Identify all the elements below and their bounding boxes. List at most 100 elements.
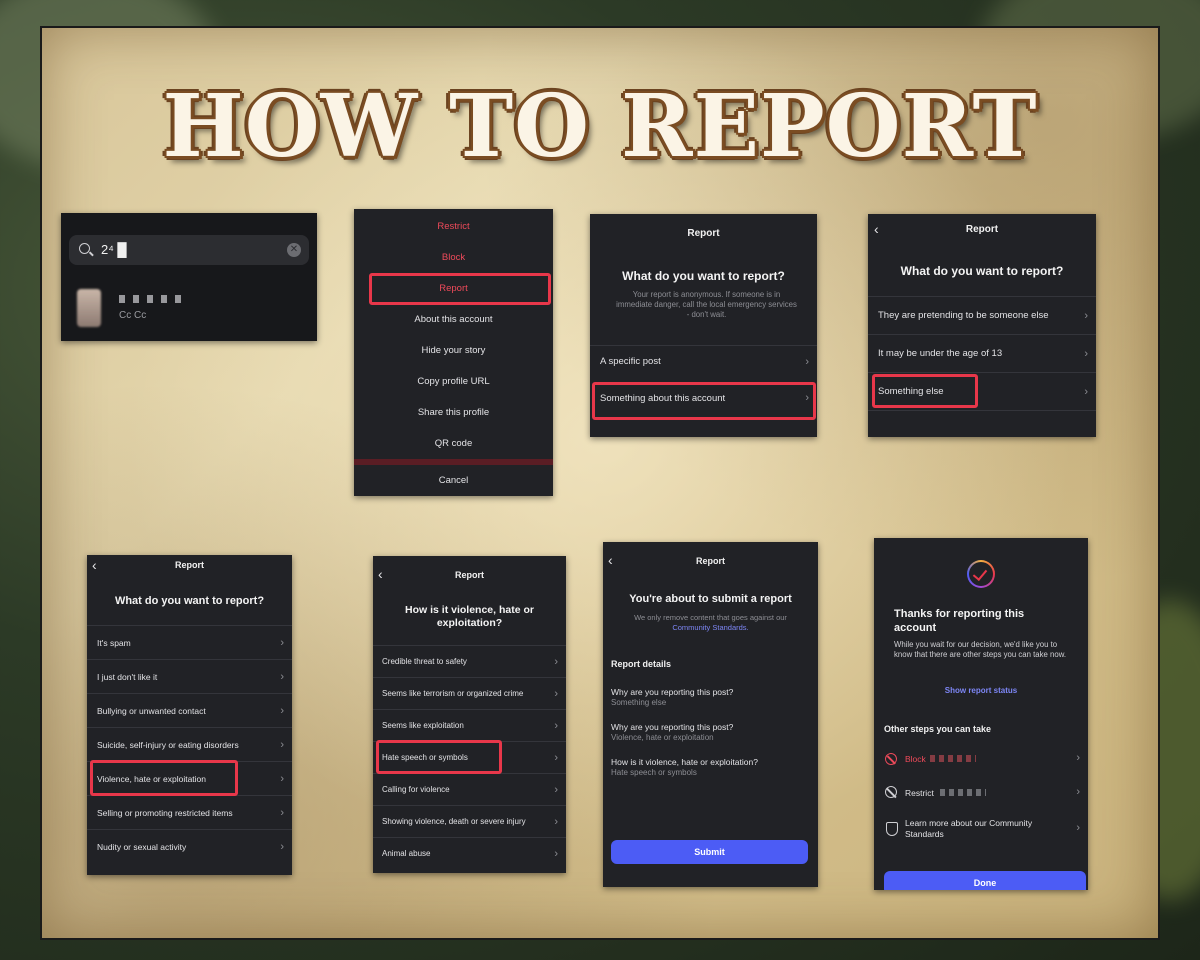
community-standards-link[interactable]: Community Standards. — [672, 623, 749, 632]
report-question-line1: How is it violence, hate or — [405, 604, 534, 616]
detail-answer: Hate speech or symbols — [611, 768, 697, 777]
highlight-box — [90, 760, 238, 796]
check-circle-icon — [967, 560, 995, 588]
menu-item-share-profile[interactable]: Share this profile — [417, 407, 490, 418]
page-title: HOW TO REPORT — [162, 76, 1038, 177]
cancel-button[interactable]: Cancel — [438, 475, 469, 486]
row-dont-like[interactable]: I just don't like it› — [87, 659, 292, 693]
chevron-right-icon: › — [554, 719, 558, 732]
row-exploitation[interactable]: Seems like exploitation › — [373, 709, 566, 741]
row-label: Hate speech or symbols — [382, 753, 468, 762]
chevron-right-icon: › — [280, 704, 284, 717]
screenshot-submit-report: ‹ Report You're about to submit a report… — [603, 542, 818, 887]
row-showing-violence[interactable]: Showing violence, death or severe injury… — [373, 805, 566, 837]
search-input[interactable]: 2⁴ █ ✕ — [69, 235, 309, 265]
back-arrow-icon[interactable]: ‹ — [608, 552, 613, 568]
report-question: What do you want to report? — [900, 264, 1064, 278]
screenshot-violence-type: ‹ Report How is it violence, hate or exp… — [373, 556, 566, 873]
menu-item-about-account[interactable]: About this account — [414, 314, 493, 325]
detail-answer: Violence, hate or exploitation — [611, 733, 714, 742]
header-title: Report — [696, 556, 725, 566]
row-about-account[interactable]: Something about this account› — [590, 382, 817, 414]
restrict-label: Restrict — [905, 788, 934, 798]
clear-icon[interactable]: ✕ — [287, 243, 301, 257]
report-question: What do you want to report? — [622, 269, 785, 283]
chevron-right-icon: › — [1084, 385, 1088, 398]
row-label: Selling or promoting restricted items — [97, 807, 233, 818]
shield-check-icon — [886, 822, 898, 836]
username-redacted — [119, 295, 181, 303]
done-button[interactable]: Done — [884, 871, 1086, 890]
row-terrorism[interactable]: Seems like terrorism or organized crime› — [373, 677, 566, 709]
row-bullying[interactable]: Bullying or unwanted contact › — [87, 693, 292, 727]
chevron-right-icon: › — [554, 783, 558, 796]
block-row[interactable]: Block › — [874, 748, 1088, 772]
back-arrow-icon[interactable]: ‹ — [92, 557, 97, 573]
row-credible-threat[interactable]: Credible threat to safety› — [373, 645, 566, 677]
menu-item-copy-profile-url[interactable]: Copy profile URL — [417, 376, 490, 387]
detail-answer: Something else — [611, 698, 667, 707]
screenshot-account-reason: ‹ Report What do you want to report? The… — [868, 214, 1096, 437]
back-arrow-icon[interactable]: ‹ — [378, 566, 383, 582]
chevron-right-icon: › — [1076, 786, 1080, 798]
chevron-right-icon: › — [280, 636, 284, 649]
menu-item-qr-code[interactable]: QR code — [434, 438, 473, 449]
learn-more-line1: Learn more about our Community — [905, 818, 1033, 828]
row-spam[interactable]: It's spam› — [87, 625, 292, 659]
row-label: It may be under the age of 13 — [878, 348, 1003, 359]
learn-more-line2: Standards — [905, 829, 944, 839]
row-label: A specific post — [600, 356, 661, 367]
learn-more-row[interactable]: Learn more about our Community Standards… — [874, 814, 1088, 844]
row-self-injury[interactable]: Suicide, self-injury or eating disorders… — [87, 727, 292, 761]
redacted-name — [930, 755, 976, 762]
screenshot-profile-menu: Restrict Block Report About this account… — [354, 209, 553, 496]
chevron-right-icon: › — [805, 392, 809, 404]
row-restricted-items[interactable]: Selling or promoting restricted items › — [87, 795, 292, 829]
row-animal-abuse[interactable]: Animal abuse › — [373, 837, 566, 869]
submit-title: You're about to submit a report — [629, 593, 792, 605]
thanks-title-line2: account — [894, 622, 937, 634]
chevron-right-icon: › — [280, 806, 284, 819]
other-steps-title: Other steps you can take — [884, 724, 992, 734]
menu-item-hide-story[interactable]: Hide your story — [421, 345, 486, 356]
chevron-right-icon: › — [554, 751, 558, 764]
row-pretending[interactable]: They are pretending to be someone else› — [868, 296, 1096, 334]
menu-item-report[interactable]: Report — [439, 283, 468, 294]
row-label: Showing violence, death or severe injury — [382, 817, 526, 826]
row-specific-post[interactable]: A specific post› — [590, 345, 817, 377]
row-label: Seems like exploitation — [382, 721, 464, 730]
row-label: Animal abuse — [382, 849, 431, 858]
row-nudity[interactable]: Nudity or sexual activity› — [87, 829, 292, 863]
detail-question: Why are you reporting this post? — [611, 722, 734, 732]
row-label: Suicide, self-injury or eating disorders — [97, 739, 239, 750]
row-label: Bullying or unwanted contact — [97, 705, 206, 716]
avatar[interactable] — [77, 289, 101, 327]
restrict-row[interactable]: Restrict › — [874, 781, 1088, 805]
menu-item-block[interactable]: Block — [441, 252, 466, 263]
header-title: Report — [455, 570, 484, 580]
submit-note: We only remove content that goes against… — [634, 613, 787, 622]
highlight-box — [592, 382, 816, 420]
back-arrow-icon[interactable]: ‹ — [874, 221, 879, 237]
chevron-right-icon: › — [554, 687, 558, 700]
chevron-right-icon: › — [280, 738, 284, 751]
highlight-box — [369, 273, 551, 305]
row-under-13[interactable]: It may be under the age of 13 › — [868, 334, 1096, 372]
redacted-name — [940, 789, 986, 796]
row-something-else[interactable]: Something else› — [868, 372, 1096, 410]
row-calling-violence[interactable]: Calling for violence › — [373, 773, 566, 805]
chevron-right-icon: › — [1084, 347, 1088, 360]
chevron-right-icon: › — [554, 847, 558, 860]
chevron-right-icon: › — [280, 670, 284, 683]
menu-divider — [354, 459, 553, 465]
show-report-status-link[interactable]: Show report status — [944, 686, 1018, 695]
row-label: Calling for violence — [382, 785, 450, 794]
header-title: Report — [687, 228, 720, 239]
row-label: They are pretending to be someone else — [878, 310, 1049, 321]
chevron-right-icon: › — [1076, 822, 1080, 834]
menu-item-restrict[interactable]: Restrict — [437, 221, 470, 232]
search-icon — [79, 243, 90, 254]
highlight-box — [376, 740, 502, 774]
highlight-box — [872, 374, 978, 408]
submit-button[interactable]: Submit — [611, 840, 808, 864]
